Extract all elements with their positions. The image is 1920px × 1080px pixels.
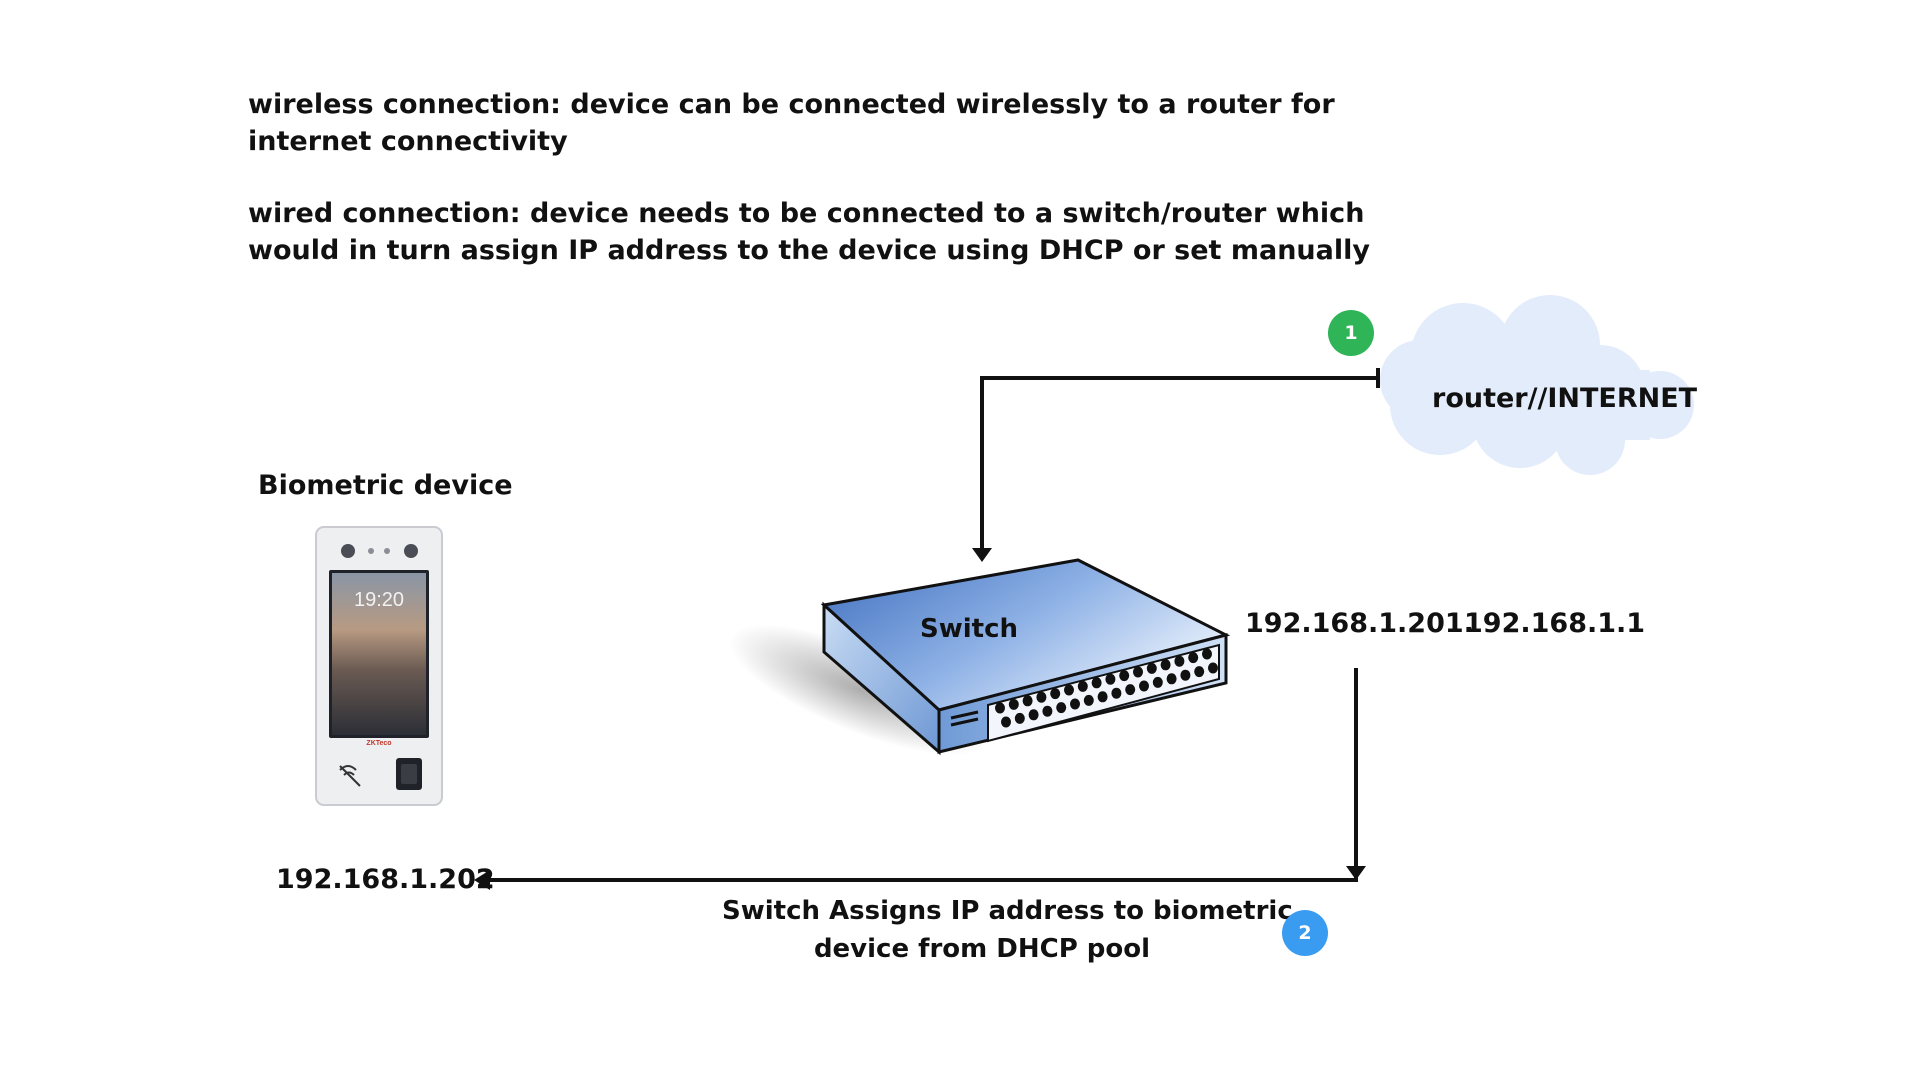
- router-label: router//INTERNET: [1432, 383, 1698, 414]
- switch-port: [1146, 662, 1157, 674]
- switch-port: [1139, 680, 1149, 692]
- switch-port: [1202, 648, 1212, 660]
- switch-port: [1008, 698, 1019, 710]
- switch-port: [995, 702, 1005, 714]
- switch-label: Switch: [920, 614, 1019, 644]
- switch-ports: [995, 648, 1218, 728]
- device-ip-label: 192.168.1.202: [276, 864, 495, 895]
- arrow-down-icon: [972, 548, 992, 562]
- switch-port: [1083, 694, 1094, 706]
- switch-port: [1091, 677, 1102, 689]
- assign-caption-line-1: Switch Assigns IP address to biometric: [722, 896, 1293, 926]
- switch-port: [1056, 702, 1067, 714]
- step-2-badge: 2: [1282, 910, 1328, 956]
- switch-port: [1119, 670, 1130, 682]
- device-brand: ZKTeco: [366, 740, 391, 747]
- switch-port: [1188, 652, 1199, 664]
- arrow-down-icon: [1346, 866, 1366, 880]
- switch-icon: [729, 558, 1231, 756]
- switch-port: [1166, 673, 1177, 685]
- biometric-device-label: Biometric device: [258, 470, 513, 501]
- switch-port: [1014, 712, 1025, 724]
- switch-port: [1152, 676, 1163, 688]
- switch-port: [1070, 698, 1080, 710]
- switch-port: [1208, 662, 1218, 674]
- nfc-icon: [339, 765, 361, 787]
- arrow-left-icon: [474, 870, 490, 890]
- switch-port: [1105, 673, 1116, 685]
- switch-port: [1022, 695, 1033, 707]
- switch-port: [1042, 705, 1053, 717]
- device-clock: 19:20: [354, 589, 404, 611]
- switch-port: [1125, 684, 1136, 696]
- switch-port: [1050, 688, 1061, 700]
- step-1-badge: 1: [1328, 310, 1374, 356]
- router-ip-label: 192.168.1.1: [1464, 608, 1646, 639]
- switch-port: [1077, 680, 1088, 692]
- switch-ip-label: 192.168.1.201.: [1245, 608, 1474, 639]
- switch-port: [1111, 687, 1122, 699]
- cloud-icon: [1380, 295, 1694, 475]
- switch-port: [1160, 659, 1171, 671]
- switch-port: [1133, 666, 1143, 678]
- biometric-device-icon: 19:20 ZKTeco: [315, 526, 443, 806]
- switch-port: [1097, 691, 1108, 703]
- switch-port: [1194, 666, 1205, 678]
- router-to-switch-line: [980, 376, 1378, 552]
- wired-description: wired connection: device needs to be con…: [248, 198, 1370, 266]
- arrowheads: [474, 548, 1366, 890]
- switch-port: [1028, 709, 1039, 721]
- switch-port: [1001, 716, 1011, 728]
- switch-port: [1036, 691, 1047, 703]
- switch-port: [1180, 669, 1191, 681]
- switch-port: [1064, 684, 1074, 696]
- wireless-description: wireless connection: device can be conne…: [248, 89, 1335, 157]
- switch-port: [1174, 655, 1185, 667]
- assign-caption-line-2: device from DHCP pool: [813, 934, 1151, 964]
